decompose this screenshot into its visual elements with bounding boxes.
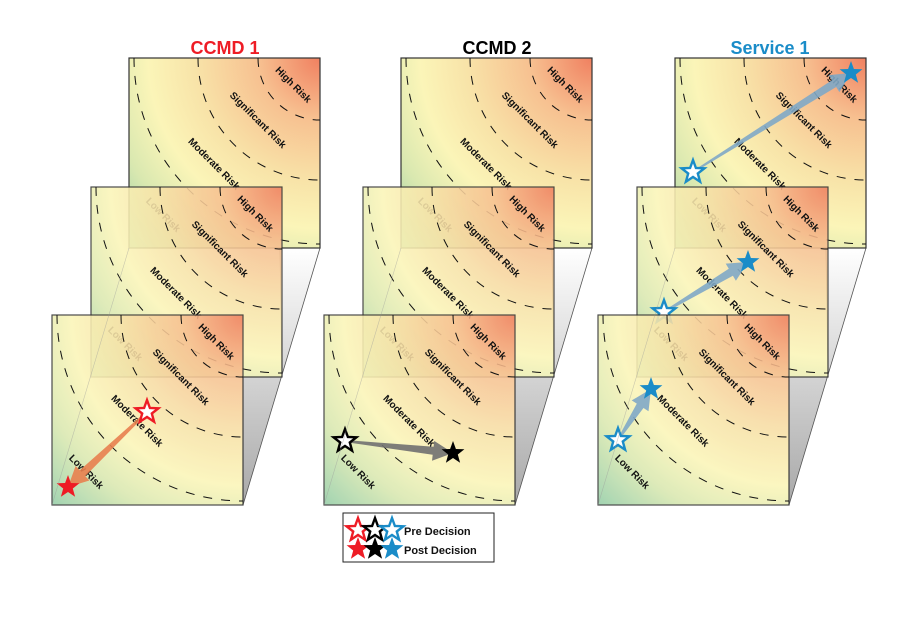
risk-boundary-arc xyxy=(197,58,320,181)
legend-post-star xyxy=(346,537,370,559)
change-arrow xyxy=(663,262,748,313)
group-title-ccmd2: CCMD 2 xyxy=(462,38,531,58)
pre-decision-star xyxy=(132,396,162,425)
legend-pre-star xyxy=(377,514,407,543)
risk-boundary-arc xyxy=(469,58,592,181)
group-title-ccmd1: CCMD 1 xyxy=(190,38,259,58)
risk-boundary-arc xyxy=(120,315,243,438)
risk-boundary-arc xyxy=(392,315,515,438)
risk-boundary-arc xyxy=(743,58,866,181)
post-decision-star xyxy=(839,61,863,83)
legend: Pre Decision Post Decision xyxy=(342,512,495,563)
risk-boundary-arc xyxy=(666,315,789,438)
group-title-service1: Service 1 xyxy=(730,38,809,58)
legend-pre-decision: Pre Decision xyxy=(404,526,471,538)
risk-boundary-arc xyxy=(602,315,789,502)
pre-decision-star xyxy=(330,425,360,454)
change-arrow xyxy=(617,389,651,441)
risk-boundary-arc xyxy=(159,187,282,310)
change-arrow xyxy=(68,411,148,487)
legend-post-star xyxy=(363,537,387,559)
risk-boundary-arc xyxy=(705,187,828,310)
change-arrow xyxy=(692,73,851,173)
post-decision-star xyxy=(441,441,465,463)
post-decision-star xyxy=(639,377,663,399)
post-decision-star xyxy=(56,475,80,497)
legend-post-decision: Post Decision xyxy=(404,545,477,557)
pre-decision-star xyxy=(678,156,708,185)
legend-post-star xyxy=(380,537,404,559)
post-decision-star xyxy=(736,250,760,272)
risk-boundary-arc xyxy=(431,187,554,310)
change-arrow xyxy=(344,440,453,461)
